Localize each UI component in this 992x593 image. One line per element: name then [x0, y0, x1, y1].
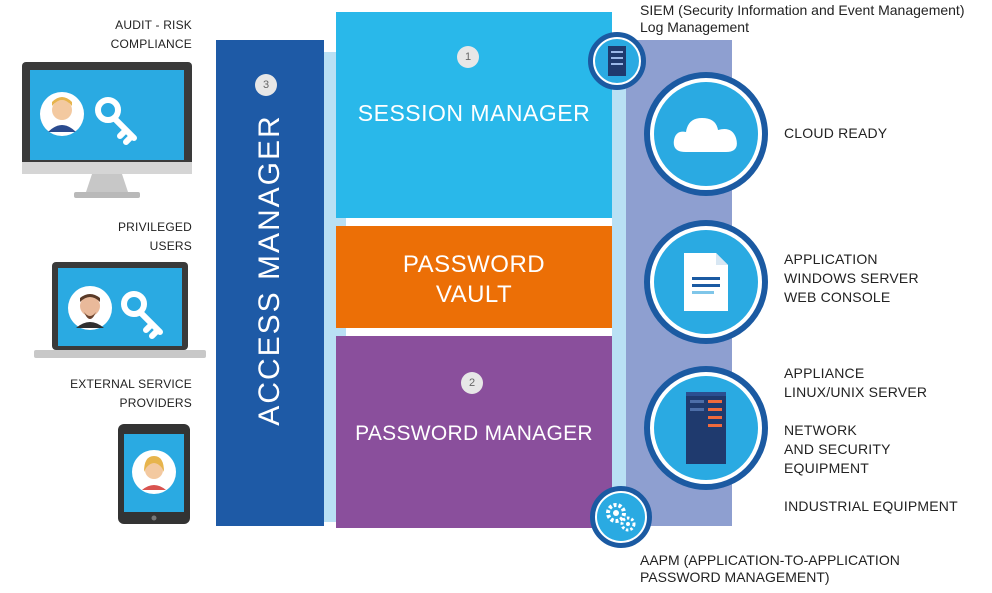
cloud-ready-label: CLOUD READY: [784, 125, 888, 141]
aapm-label-line2: PASSWORD MANAGEMENT): [640, 569, 830, 585]
tablet-icon: [118, 424, 190, 524]
audit-label-line1: AUDIT - RISK: [115, 18, 192, 32]
password-vault-line1: PASSWORD: [402, 251, 546, 278]
server-rack-icon: [608, 46, 626, 76]
cloud-circle: [644, 72, 768, 196]
gears-icon: [606, 503, 636, 532]
password-vault-line2: VAULT: [435, 281, 513, 308]
aapm-label-line1: AAPM (APPLICATION-TO-APPLICATION: [640, 552, 900, 568]
audit-label-line2: COMPLIANCE: [110, 37, 192, 51]
external-label-line2: PROVIDERS: [119, 396, 192, 410]
document-icon: [684, 253, 728, 311]
access-manager-label: ACCESS MANAGER: [253, 114, 286, 426]
application-line2: WINDOWS SERVER: [784, 270, 919, 286]
session-manager-block: [336, 12, 612, 218]
application-line3: WEB CONSOLE: [784, 289, 891, 305]
application-line1: APPLICATION: [784, 251, 878, 267]
siem-label-line2: Log Management: [640, 19, 749, 35]
laptop-icon: [34, 262, 206, 362]
cloud-icon: [673, 118, 737, 152]
session-manager-number-badge: 1: [457, 46, 479, 68]
access-manager-column: [216, 40, 324, 526]
appliance-line1: APPLIANCE: [784, 365, 865, 381]
session-manager-title: SESSION MANAGER: [357, 100, 591, 126]
industrial-label: INDUSTRIAL EQUIPMENT: [784, 498, 958, 514]
siem-label-line1: SIEM (Security Information and Event Man…: [640, 2, 965, 18]
targets-strip-edge: [612, 40, 626, 526]
external-providers-label: EXTERNAL SERVICE PROVIDERS: [70, 375, 192, 413]
password-manager-block: [336, 336, 612, 528]
server-tower-icon: [686, 392, 726, 464]
password-vault-block: [336, 226, 612, 328]
application-circle: [644, 220, 768, 344]
network-line3: EQUIPMENT: [784, 460, 870, 476]
audit-risk-label: AUDIT - RISK COMPLIANCE: [111, 16, 192, 54]
application-label: APPLICATION WINDOWS SERVER WEB CONSOLE: [784, 250, 919, 307]
siem-label: SIEM (Security Information and Event Man…: [640, 2, 964, 36]
appliance-circle: [644, 366, 768, 490]
appliance-label: APPLIANCE LINUX/UNIX SERVER: [784, 364, 927, 402]
password-manager-number-badge: 2: [461, 372, 483, 394]
external-label-line1: EXTERNAL SERVICE: [70, 377, 192, 391]
siem-server-circle: [588, 32, 646, 90]
network-line1: NETWORK: [784, 422, 857, 438]
desktop-monitor-icon: [22, 62, 192, 202]
aapm-circle: [590, 486, 652, 548]
privileged-label-line1: PRIVILEGED: [117, 220, 192, 234]
appliance-line2: LINUX/UNIX SERVER: [784, 384, 928, 400]
network-line2: AND SECURITY: [784, 441, 891, 457]
password-vault-title: PASSWORD VAULT: [336, 250, 612, 310]
privileged-users-label: PRIVILEGED USERS: [118, 218, 192, 256]
network-label: NETWORK AND SECURITY EQUIPMENT: [784, 421, 891, 478]
aapm-label: AAPM (APPLICATION-TO-APPLICATION PASSWOR…: [640, 552, 900, 586]
password-manager-title: PASSWORD MANAGER: [355, 422, 593, 445]
privileged-label-line2: USERS: [149, 239, 192, 253]
access-manager-number-badge: 3: [255, 74, 277, 96]
